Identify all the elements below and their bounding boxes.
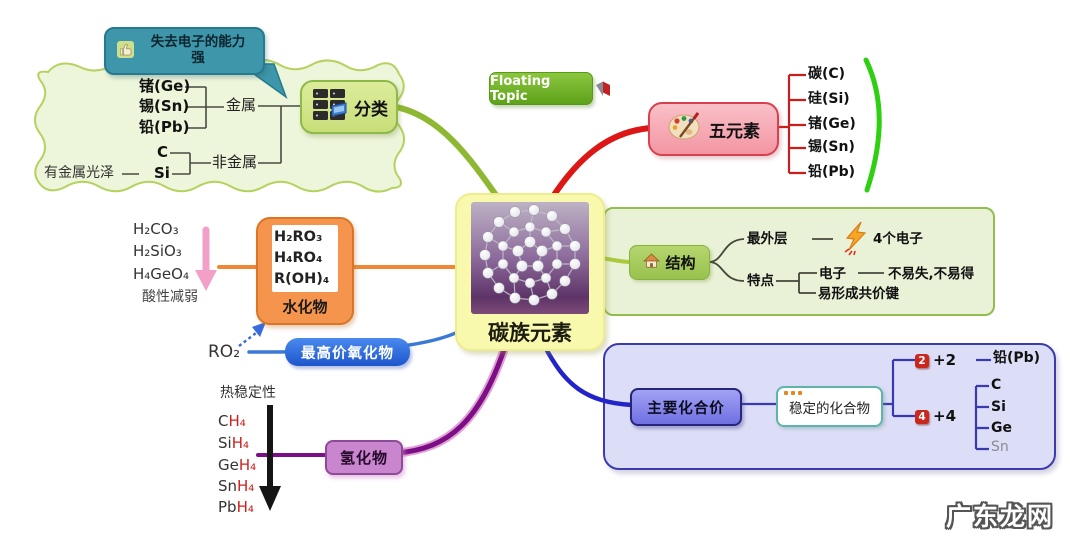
topic-hydride[interactable]: 氢化物 [325, 440, 403, 475]
nonmetal-label[interactable]: 非金属 [212, 153, 258, 171]
hydride-sih4[interactable]: SiH₄ [218, 434, 249, 452]
hydride-geh4[interactable]: GeH₄ [218, 456, 257, 474]
plus4-element-ge[interactable]: Ge [991, 420, 1012, 436]
outermost-shell-label[interactable]: 最外层 [747, 231, 788, 247]
topic-stable-compounds[interactable]: 稳定的化合物 [776, 386, 883, 427]
ro2-relationship-arrow [238, 322, 266, 347]
topic-classification-label: 分类 [354, 99, 388, 120]
topic-dots-icon [784, 391, 802, 395]
thermal-stability-note[interactable]: 热稳定性 [220, 385, 276, 401]
covalent-bond-note[interactable]: 易形成共价键 [818, 286, 899, 302]
acid-formula-h2co3[interactable]: H₂CO₃ [133, 220, 179, 238]
five-item-pb[interactable]: 铅(Pb) [808, 164, 856, 180]
plus4-element-c[interactable]: C [991, 377, 1002, 393]
hydride-pbh4[interactable]: PbH₄ [218, 498, 254, 516]
acidity-weakens-note[interactable]: 酸性减弱 [142, 289, 198, 305]
electron-feature-value[interactable]: 不易失,不易得 [888, 266, 975, 282]
palette-icon [667, 110, 703, 148]
priority-badge-4: 4 [915, 410, 929, 424]
hydrate-formula-card: H₂RO₃ H₄RO₄ R(OH)₄ [272, 225, 338, 292]
topic-highest-oxide-label: 最高价氧化物 [301, 345, 394, 362]
acid-trend-arrow [195, 226, 217, 291]
topic-hydrate[interactable]: H₂RO₃ H₄RO₄ R(OH)₄ 水化物 [256, 217, 354, 325]
metal-item-sn[interactable]: 锡(Sn) [139, 97, 190, 115]
lightning-icon [842, 221, 870, 261]
plus2-value[interactable]: +2 [933, 351, 957, 369]
priority-badge-2: 2 [915, 354, 929, 368]
topic-main-valence[interactable]: 主要化合价 [630, 388, 742, 426]
features-label[interactable]: 特点 [747, 273, 774, 289]
plus2-element-pb[interactable]: 铅(Pb) [993, 350, 1041, 366]
metal-label[interactable]: 金属 [226, 96, 257, 114]
topic-structure-label: 结构 [665, 254, 696, 272]
five-item-c[interactable]: 碳(C) [808, 66, 846, 82]
five-item-ge[interactable]: 锗(Ge) [808, 116, 856, 132]
topic-hydrate-label: 水化物 [282, 298, 328, 316]
floating-topic[interactable]: Floating Topic [489, 72, 593, 105]
watermark: 广东龙网 [946, 502, 1055, 531]
thumbs-up-icon [117, 41, 134, 58]
topic-highest-oxide[interactable]: 最高价氧化物 [285, 338, 410, 366]
server-rack-icon [310, 86, 350, 128]
acid-formula-h2sio3[interactable]: H₂SiO₃ [133, 242, 182, 260]
four-electrons-value[interactable]: 4个电子 [873, 231, 923, 247]
callout-line1: 失去电子的能力 [150, 34, 246, 50]
stability-trend-arrow [259, 405, 281, 511]
five-item-sn[interactable]: 锡(Sn) [808, 139, 855, 155]
nonmetal-item-c[interactable]: C [157, 143, 169, 161]
callout-lose-electron[interactable]: 失去电子的能力 强 [104, 27, 265, 75]
five-item-si[interactable]: 硅(Si) [808, 91, 850, 107]
electron-label[interactable]: 电子 [819, 266, 846, 282]
plus4-element-sn[interactable]: Sn [991, 439, 1009, 455]
callout-line2: 强 [191, 50, 205, 66]
central-topic-title: 碳族元素 [488, 321, 572, 345]
topic-five-elements[interactable]: 五元素 [648, 102, 779, 156]
acid-formula-h4geo4[interactable]: H₄GeO₄ [133, 265, 189, 283]
plus4-element-si[interactable]: Si [991, 399, 1006, 415]
topic-stable-compounds-label: 稳定的化合物 [789, 400, 870, 417]
topic-hydride-label: 氢化物 [339, 449, 388, 467]
hydride-ch4[interactable]: CH₄ [218, 412, 246, 430]
metal-item-ge[interactable]: 锗(Ge) [139, 77, 191, 95]
topic-classification[interactable]: 分类 [300, 80, 398, 134]
hydride-snh4[interactable]: SnH₄ [218, 477, 255, 495]
hydrate-formula-1: H₂RO₃ [274, 229, 323, 245]
nonmetal-item-si[interactable]: Si [154, 164, 170, 182]
topic-five-elements-label: 五元素 [709, 121, 760, 142]
topic-main-valence-label: 主要化合价 [647, 400, 725, 417]
house-icon [643, 253, 661, 272]
plus4-value[interactable]: +4 [933, 407, 957, 425]
metallic-luster-note[interactable]: 有金属光泽 [44, 165, 114, 181]
ro2-formula[interactable]: RO₂ [208, 342, 241, 362]
fullerene-molecule-image [471, 202, 589, 314]
hydrate-formula-2: H₄RO₄ [274, 250, 323, 266]
hydrate-formula-3: R(OH)₄ [274, 271, 330, 287]
metal-item-pb[interactable]: 铅(Pb) [139, 118, 190, 136]
floating-topic-marker-icon[interactable] [594, 80, 612, 102]
topic-structure[interactable]: 结构 [629, 245, 710, 280]
floating-topic-label: Floating Topic [490, 73, 551, 104]
central-topic-carbon-group[interactable]: 碳族元素 [455, 193, 605, 351]
